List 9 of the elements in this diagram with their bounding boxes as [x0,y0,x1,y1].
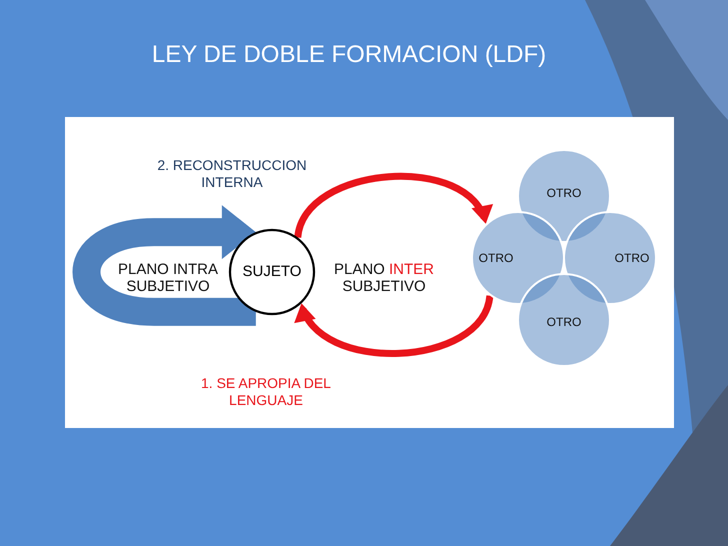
venn-circle: OTRO [563,211,657,305]
slide-title: LEY DE DOBLE FORMACION (LDF) [152,41,546,69]
text-label: PLANO INTRA SUBJETIVO [116,261,220,295]
subject-circle: SUJETO [229,229,315,315]
venn-circle: OTRO [471,211,565,305]
venn-circle: OTRO [517,273,611,367]
text-label: PLANO INTER SUBJETIVO [332,261,436,295]
venn-circle: OTRO [517,149,611,243]
curved-ribbon-arrow [72,205,256,326]
